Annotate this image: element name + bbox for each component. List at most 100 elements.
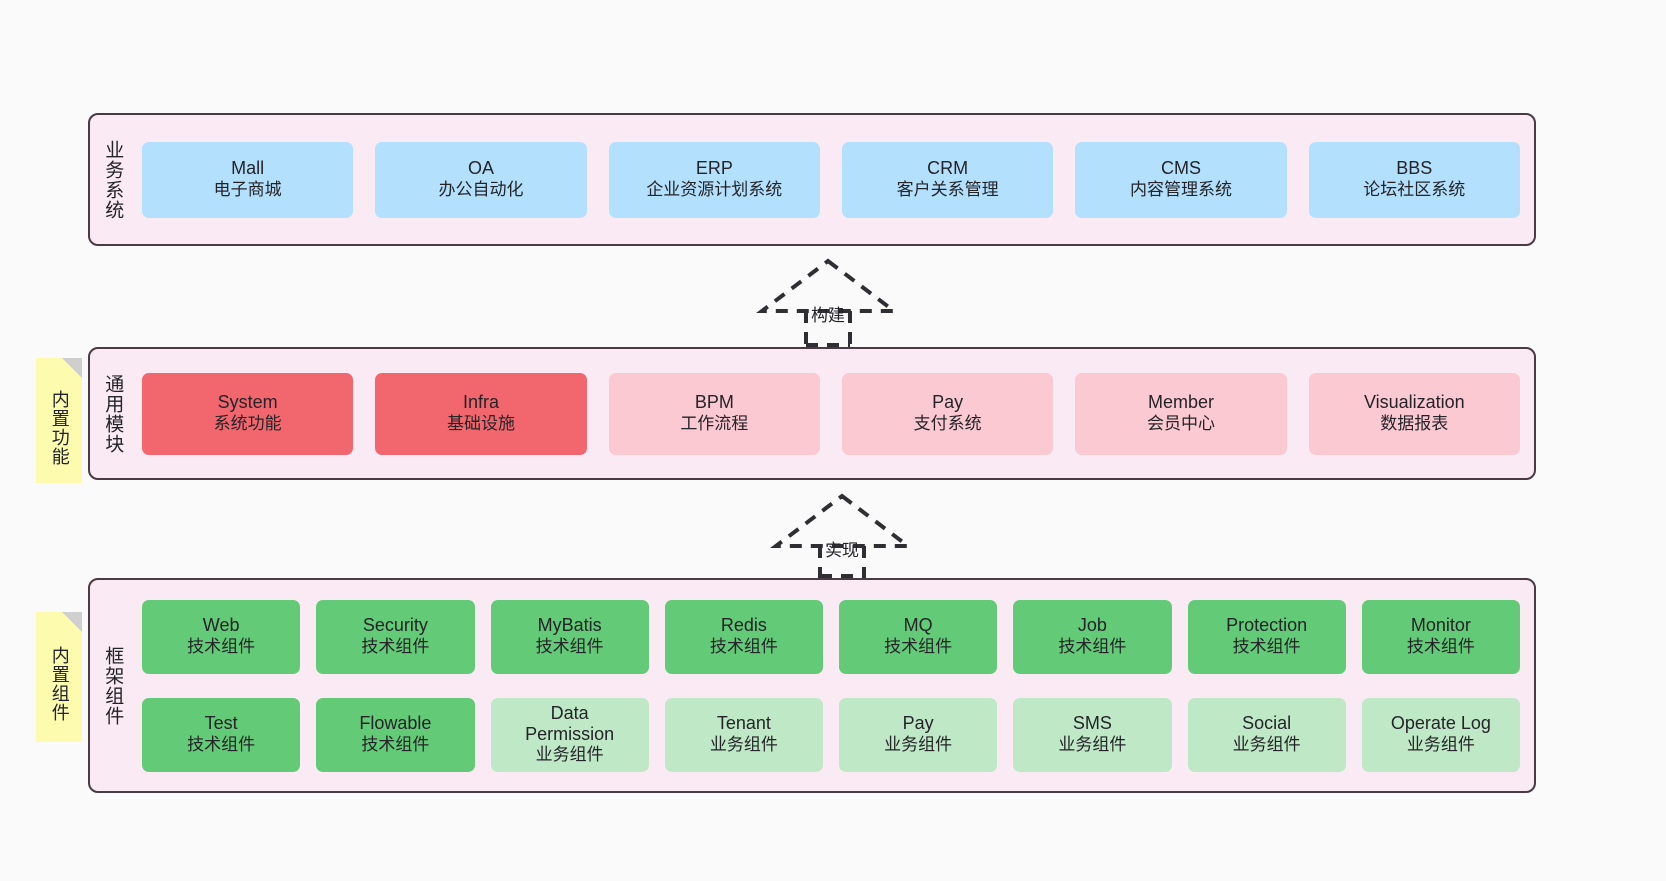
node-test[interactable]: Test 技术组件 [142,697,301,772]
node-row: Test 技术组件 Flowable 技术组件 Data Permission … [142,697,1520,772]
node-protection[interactable]: Protection 技术组件 [1187,599,1346,674]
node-title: Flowable [359,713,432,734]
node-subtitle: 技术组件 [535,637,604,657]
node-member[interactable]: Member 会员中心 [1075,372,1287,455]
node-title: Data Permission [525,702,615,745]
node-title: OA [467,158,494,179]
layer-framework-component: 框架组件 Web 技术组件 Security 技术组件 MyBatis 技术组件… [88,578,1536,793]
node-pay-module[interactable]: Pay 支付系统 [841,372,1054,455]
node-data-permission[interactable]: Data Permission 业务组件 [490,697,649,772]
node-title: Tenant [716,713,771,734]
node-subtitle: 业务组件 [535,745,604,765]
layer-body-common-module: System 系统功能 Infra 基础设施 BPM 工作流程 Pay 支付系统… [134,349,1534,478]
layer-business-system: 业务系统 Mall 电子商城 OA 办公自动化 ERP 企业资源计划系统 CRM… [88,113,1536,246]
node-subtitle: 业务组件 [1406,735,1475,755]
node-system[interactable]: System 系统功能 [142,372,354,455]
node-title: Operate Log [1390,713,1491,734]
node-tenant[interactable]: Tenant 业务组件 [664,697,823,772]
node-job[interactable]: Job 技术组件 [1013,599,1172,674]
node-row: Mall 电子商城 OA 办公自动化 ERP 企业资源计划系统 CRM 客户关系… [142,141,1520,218]
node-monitor[interactable]: Monitor 技术组件 [1361,599,1520,674]
node-subtitle: 工作流程 [680,414,749,434]
connector-label-implement: 实现 [825,541,859,560]
node-title: Web [202,615,240,636]
node-infra[interactable]: Infra 基础设施 [375,372,587,455]
node-title: BBS [1396,158,1433,179]
node-subtitle: 论坛社区系统 [1363,180,1466,200]
node-subtitle: 技术组件 [709,637,778,657]
node-title: BPM [694,392,734,413]
node-subtitle: 系统功能 [213,414,282,434]
node-web[interactable]: Web 技术组件 [142,599,301,674]
node-title: Member [1147,392,1214,413]
node-title: SMS [1072,713,1112,734]
node-operate-log[interactable]: Operate Log 业务组件 [1361,697,1520,772]
node-subtitle: 会员中心 [1146,414,1215,434]
node-subtitle: 办公自动化 [438,180,524,200]
node-title: Infra [462,392,499,413]
node-mall[interactable]: Mall 电子商城 [142,141,354,218]
node-bpm[interactable]: BPM 工作流程 [608,372,820,455]
node-erp[interactable]: ERP 企业资源计划系统 [608,141,820,218]
node-subtitle: 电子商城 [213,180,282,200]
node-security[interactable]: Security 技术组件 [316,599,475,674]
node-subtitle: 技术组件 [187,735,256,755]
node-subtitle: 技术组件 [1406,637,1475,657]
sticky-note-label: 内置功能 [49,389,70,466]
node-title: System [217,392,278,413]
connector-label-build: 构建 [811,306,845,325]
node-subtitle: 技术组件 [187,637,256,657]
node-mq[interactable]: MQ 技术组件 [839,599,998,674]
node-row: System 系统功能 Infra 基础设施 BPM 工作流程 Pay 支付系统… [142,372,1520,455]
sticky-note-builtin-function: 内置功能 [36,358,82,483]
node-subtitle: 技术组件 [361,637,430,657]
layer-body-framework-component: Web 技术组件 Security 技术组件 MyBatis 技术组件 Redi… [134,580,1534,791]
node-title: Social [1242,713,1292,734]
node-title: Test [204,713,238,734]
node-subtitle: 业务组件 [1058,735,1127,755]
node-flowable[interactable]: Flowable 技术组件 [316,697,475,772]
sticky-note-label: 内置组件 [49,646,70,722]
node-subtitle: 内容管理系统 [1129,180,1232,200]
node-visualization[interactable]: Visualization 数据报表 [1308,372,1520,455]
node-title: Pay [902,713,934,734]
node-title: Visualization [1363,392,1465,413]
node-oa[interactable]: OA 办公自动化 [375,141,587,218]
node-title: Security [362,615,428,636]
sticky-note-builtin-component: 内置组件 [36,612,82,742]
connector-implement: 实现 [770,490,914,578]
node-social[interactable]: Social 业务组件 [1187,697,1346,772]
node-subtitle: 技术组件 [361,735,430,755]
node-pay-component[interactable]: Pay 业务组件 [839,697,998,772]
node-row: Web 技术组件 Security 技术组件 MyBatis 技术组件 Redi… [142,599,1520,674]
node-title: ERP [695,158,733,179]
node-title: CRM [927,158,969,179]
node-title: MQ [903,615,933,636]
layer-title-common-module: 通用模块 [102,373,124,454]
node-title: CMS [1160,158,1201,179]
folded-corner-icon [62,612,82,632]
node-subtitle: 支付系统 [913,414,982,434]
layer-title-framework-component: 框架组件 [102,645,124,726]
node-subtitle: 企业资源计划系统 [646,180,783,200]
node-title: Redis [720,615,767,636]
node-title: MyBatis [537,615,602,636]
node-title: Protection [1226,615,1308,636]
folded-corner-icon [62,358,82,378]
node-sms[interactable]: SMS 业务组件 [1013,697,1172,772]
layer-body-business-system: Mall 电子商城 OA 办公自动化 ERP 企业资源计划系统 CRM 客户关系… [134,115,1534,244]
node-subtitle: 技术组件 [1058,637,1127,657]
node-subtitle: 业务组件 [709,735,778,755]
node-title: Pay [932,392,964,413]
node-crm[interactable]: CRM 客户关系管理 [841,141,1054,218]
node-bbs[interactable]: BBS 论坛社区系统 [1308,141,1520,218]
node-title: Mall [231,158,265,179]
node-cms[interactable]: CMS 内容管理系统 [1075,141,1287,218]
node-redis[interactable]: Redis 技术组件 [664,599,823,674]
node-subtitle: 技术组件 [884,637,953,657]
node-subtitle: 技术组件 [1232,637,1301,657]
node-title: Job [1077,615,1107,636]
node-mybatis[interactable]: MyBatis 技术组件 [490,599,649,674]
connector-build: 构建 [756,255,900,347]
